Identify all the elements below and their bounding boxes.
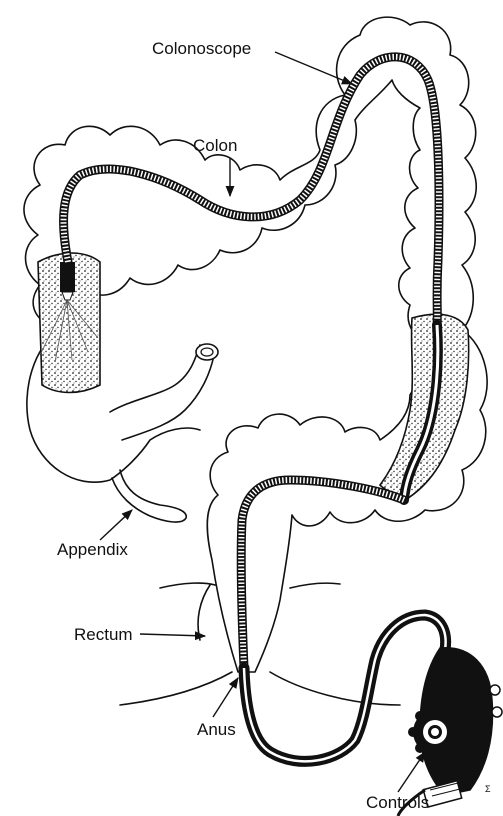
colonoscope-tube <box>64 57 439 325</box>
control-button-2 <box>492 707 502 717</box>
corner-mark: Σ <box>485 784 491 794</box>
control-button-1 <box>490 685 500 695</box>
label-appendix: Appendix <box>57 540 128 559</box>
label-anus: Anus <box>197 720 236 739</box>
label-colon: Colon <box>193 136 237 155</box>
ileum-outline <box>110 345 214 440</box>
label-rectum: Rectum <box>74 625 133 644</box>
body-contour-lines <box>120 583 400 705</box>
control-knob <box>408 705 462 759</box>
cutaway-right <box>380 314 469 500</box>
label-controls: Controls <box>366 793 429 812</box>
appendix-shape <box>112 470 186 522</box>
label-colonoscope: Colonoscope <box>152 39 251 58</box>
ileum-opening <box>196 344 218 360</box>
